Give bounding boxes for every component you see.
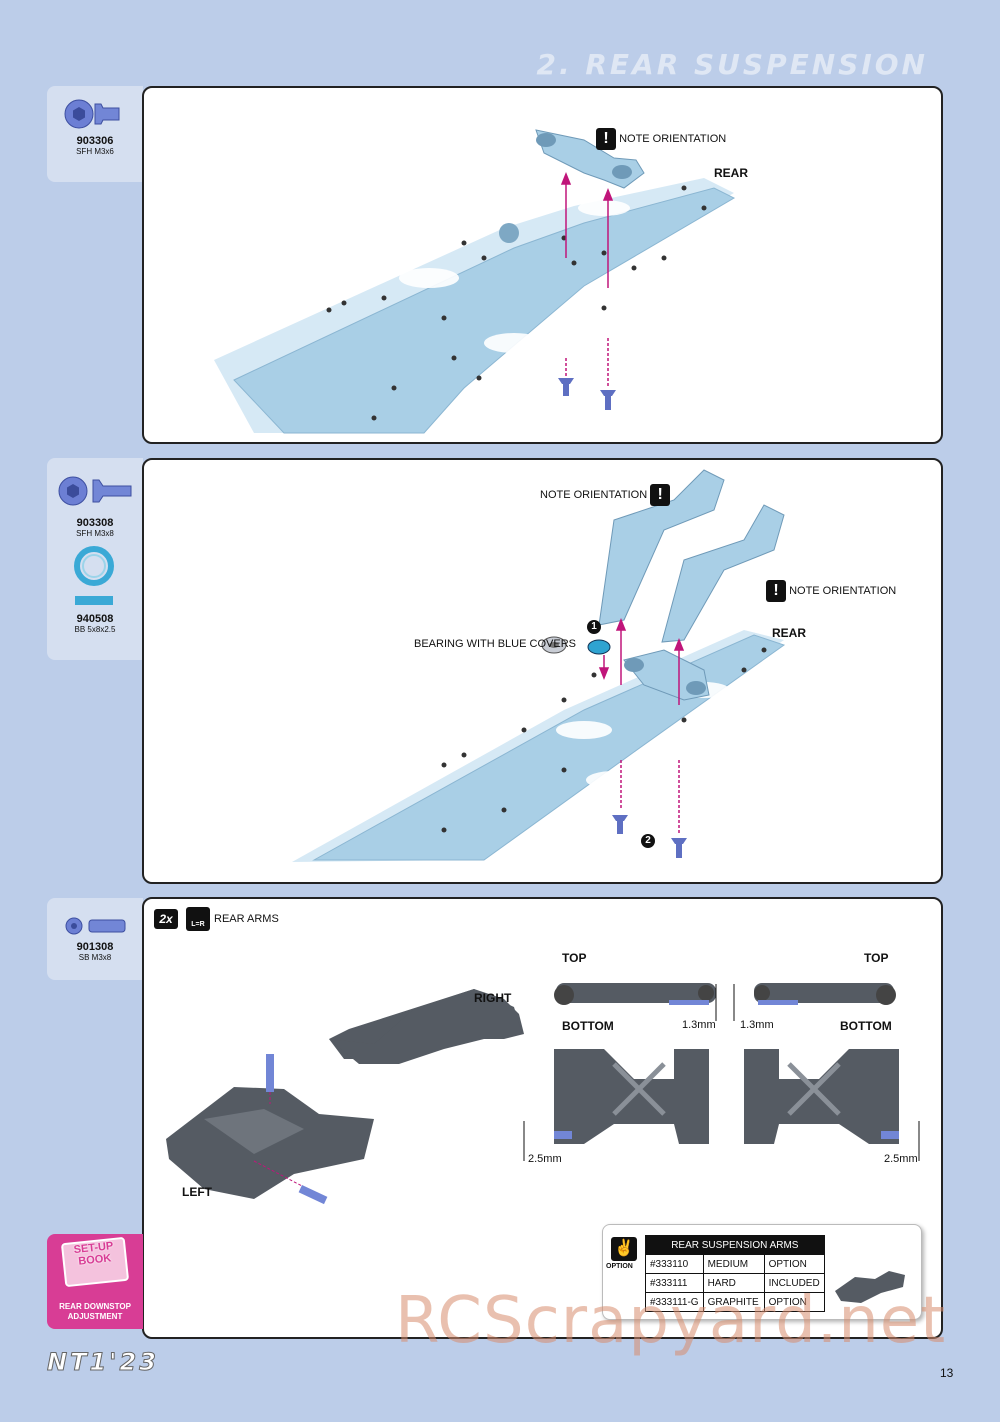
setup-book-badge: SET-UP BOOK REAR DOWNSTOP ADJUSTMENT — [47, 1234, 143, 1329]
bottom-label-left: BOTTOM — [562, 1019, 614, 1033]
step2-parts-tab: 903308 SFH M3x8 940508 BB 5x8x2.5 — [47, 458, 143, 660]
bearing-label: BEARING WITH BLUE COVERS — [414, 638, 576, 650]
section-title: 2. REAR SUSPENSION — [536, 48, 928, 81]
part-number: 901308 — [76, 941, 114, 953]
part-desc: SB M3x8 — [78, 953, 112, 962]
note-orientation-label-2: ! NOTE ORIENTATION — [766, 580, 896, 602]
part-number: 903306 — [76, 135, 114, 147]
table-row: #333111-G GRAPHITE OPTION — [645, 1292, 825, 1312]
arm-thumbnail — [835, 1271, 905, 1303]
book-icon: SET-UP BOOK — [60, 1236, 130, 1288]
brand-logo: NT1'23 — [47, 1348, 159, 1377]
dimension-label: 1.3mm — [682, 1019, 716, 1031]
left-label: LEFT — [182, 1185, 212, 1199]
dimension-label: 1.3mm — [740, 1019, 774, 1031]
note-orientation-label-1: NOTE ORIENTATION ! — [540, 484, 671, 506]
screw-head-icon — [64, 99, 120, 129]
exclamation-icon: ! — [766, 580, 786, 602]
lr-badge: L=R — [186, 907, 210, 931]
rear-label: REAR — [714, 166, 749, 180]
note-orientation-label: ! NOTE ORIENTATION — [596, 128, 726, 150]
rear-arms-title: REAR ARMS — [214, 913, 279, 925]
chassis-plate-illustration — [292, 469, 786, 862]
dimension-label: 2.5mm — [528, 1153, 562, 1165]
bearing-icon — [74, 546, 114, 605]
screw-head-icon — [58, 476, 132, 506]
step-marker-2: 2 — [641, 834, 655, 848]
setup-caption: REAR DOWNSTOP ADJUSTMENT — [59, 1302, 131, 1321]
option-badge: OPTION — [606, 1263, 633, 1270]
rear-label: REAR — [772, 626, 807, 640]
table-row: #333111 HARD INCLUDED — [645, 1273, 825, 1293]
bottom-label-right: BOTTOM — [840, 1019, 892, 1033]
pin-icon — [65, 917, 126, 935]
part-desc: SFH M3x8 — [76, 529, 114, 538]
step2-panel: NOTE ORIENTATION ! ! NOTE ORIENTATION BE… — [142, 458, 943, 884]
exclamation-icon: ! — [650, 484, 671, 506]
part-number: 903308 — [76, 517, 114, 529]
step-marker-1: 1 — [587, 620, 601, 634]
part-desc: SFH M3x6 — [76, 147, 114, 156]
top-label-right: TOP — [864, 951, 889, 965]
step1-parts-tab: 903306 SFH M3x6 — [47, 86, 143, 182]
option-table-header: REAR SUSPENSION ARMS — [645, 1235, 825, 1255]
option-table: ✌ OPTION REAR SUSPENSION ARMS #333110 ME… — [602, 1224, 922, 1320]
step3-parts-tab: 901308 SB M3x8 — [47, 898, 143, 980]
thumbs-up-icon: ✌ — [611, 1237, 637, 1261]
top-label-left: TOP — [562, 951, 587, 965]
screw-icon — [558, 378, 616, 410]
exclamation-icon: ! — [596, 128, 616, 150]
chassis-plate-illustration — [214, 129, 736, 434]
option-table-grid: REAR SUSPENSION ARMS #333110 MEDIUM OPTI… — [645, 1235, 825, 1312]
right-label: RIGHT — [474, 991, 512, 1005]
dimension-label: 2.5mm — [884, 1153, 918, 1165]
quantity-badge: 2x — [154, 909, 178, 929]
step1-panel: ! NOTE ORIENTATION REAR — [142, 86, 943, 444]
table-row: #333110 MEDIUM OPTION — [645, 1254, 825, 1274]
part-number: 940508 — [76, 613, 114, 625]
watermark: RCScrapyard.net — [395, 1284, 947, 1358]
part-desc: BB 5x8x2.5 — [74, 625, 116, 634]
rear-arms-illustration — [166, 983, 920, 1205]
page-number: 13 — [940, 1366, 954, 1380]
